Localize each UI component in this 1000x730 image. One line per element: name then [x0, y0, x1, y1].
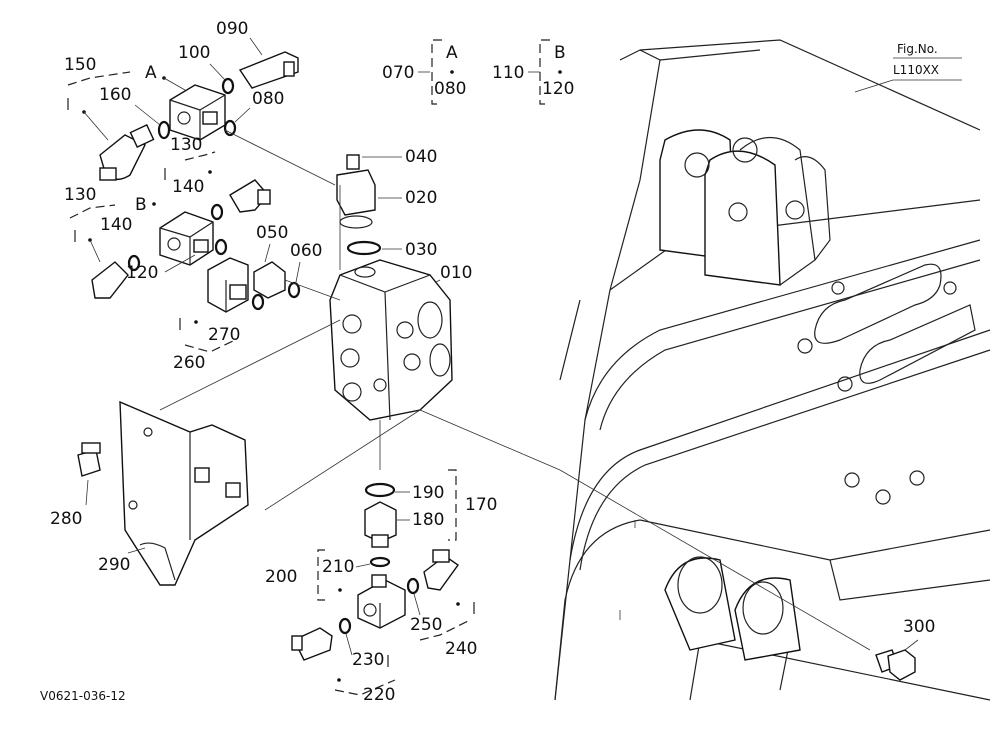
variant-marker-b-callout: B — [135, 195, 147, 215]
variant-key-a: 070 A 080 — [382, 39, 466, 105]
part-number-290: 290 — [98, 555, 130, 575]
part-number-130-upper: 130 — [170, 135, 202, 155]
part-number-010: 010 — [440, 263, 472, 283]
part-number-240: 240 — [445, 639, 477, 659]
part-number-100: 100 — [178, 43, 210, 63]
part-number-050: 050 — [256, 223, 288, 243]
part-number-090: 090 — [216, 19, 248, 39]
part-number-270: 270 — [208, 325, 240, 345]
part-number-070: 070 — [382, 63, 414, 83]
fig-no-value: L110XX — [893, 63, 939, 77]
part-number-180: 180 — [412, 510, 444, 530]
part-number-080-upper: 080 — [252, 89, 284, 109]
part-number-040: 040 — [405, 147, 437, 167]
part-number-130-lower: 130 — [64, 185, 96, 205]
fitting-group-a: 150 160 A 100 090 080 — [64, 19, 299, 181]
part-number-190: 190 — [412, 483, 444, 503]
assembly-leader-lines — [159, 129, 871, 651]
part-number-200: 200 — [265, 567, 297, 587]
part-number-170: 170 — [465, 495, 497, 515]
mounting-bracket: 290 280 — [50, 400, 249, 586]
variant-marker-a-callout: A — [145, 63, 157, 83]
variant-marker-a: A — [446, 43, 458, 63]
part-number-120-lower: 120 — [126, 263, 158, 283]
part-number-210: 210 — [322, 557, 354, 577]
part-number-300: 300 — [903, 617, 935, 637]
fig-no-box: Fig.No. L110XX — [854, 42, 962, 93]
machine-frame — [554, 39, 991, 701]
part-number-060: 060 — [290, 241, 322, 261]
variant-marker-b: B — [554, 43, 566, 63]
part-number-030: 030 — [405, 240, 437, 260]
part-number-120: 120 — [542, 79, 574, 99]
part-number-140-lower: 140 — [100, 215, 132, 235]
part-number-150: 150 — [64, 55, 96, 75]
part-number-230: 230 — [352, 650, 384, 670]
part-number-080: 080 — [434, 79, 466, 99]
fitting-group-b: 130 140 130 140 B 120 — [64, 135, 271, 299]
part-number-260: 260 — [173, 353, 205, 373]
part-number-140-upper: 140 — [172, 177, 204, 197]
variant-key-b: 110 B 120 — [492, 39, 574, 105]
fitting-group-260: 050 060 270 260 — [173, 223, 322, 373]
drawing-code: V0621-036-12 — [40, 689, 126, 703]
control-valve: 040 020 030 010 — [329, 147, 472, 421]
part-number-250: 250 — [410, 615, 442, 635]
part-number-110: 110 — [492, 63, 524, 83]
fitting-group-170: 190 180 170 210 200 250 240 230 — [265, 469, 497, 705]
bolt-300: 300 — [875, 617, 935, 681]
part-number-160: 160 — [99, 85, 131, 105]
part-number-280: 280 — [50, 509, 82, 529]
fig-no-label: Fig.No. — [897, 42, 938, 56]
part-number-220: 220 — [363, 685, 395, 705]
part-number-020: 020 — [405, 188, 437, 208]
